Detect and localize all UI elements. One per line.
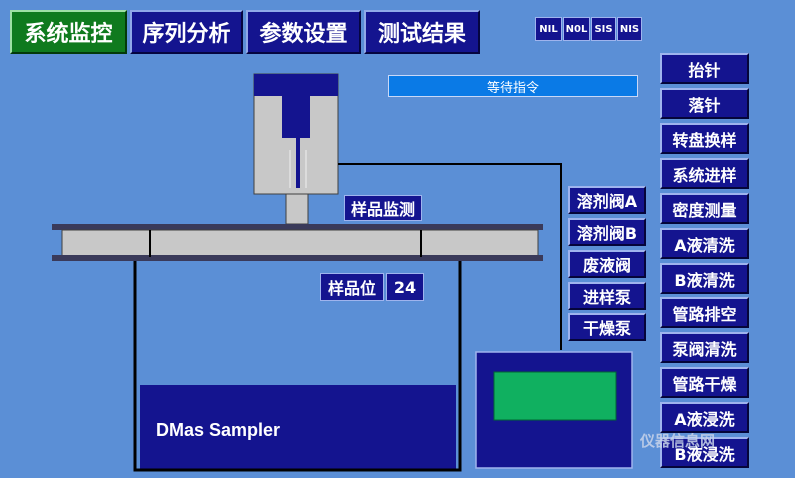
- status-box-nis: NIS: [617, 17, 642, 41]
- pipeline-dry-button[interactable]: 管路干燥: [660, 367, 749, 398]
- sample-position-value: 24: [386, 273, 424, 301]
- sample-position-label: 样品位: [320, 273, 384, 301]
- system-injection-button[interactable]: 系统进样: [660, 158, 749, 189]
- status-message-bar: 等待指令: [388, 75, 638, 97]
- a-liquid-soak-button[interactable]: A液浸洗: [660, 402, 749, 433]
- support-post: [285, 193, 309, 225]
- solvent-valve-b-button[interactable]: 溶剂阀B: [568, 218, 646, 246]
- turntable-change-sample-button[interactable]: 转盘换样: [660, 123, 749, 154]
- sampler-body: [133, 261, 462, 472]
- status-box-n0l: N0L: [563, 17, 590, 41]
- tubing-line: [338, 163, 562, 350]
- pipeline-drain-button[interactable]: 管路排空: [660, 297, 749, 328]
- injection-pump-button[interactable]: 进样泵: [568, 282, 646, 310]
- sample-rail: [52, 224, 543, 261]
- drying-pump-button[interactable]: 干燥泵: [568, 313, 646, 341]
- pump-valve-clean-button[interactable]: 泵阀清洗: [660, 332, 749, 363]
- watermark-logo: 仪器信息网: [640, 432, 716, 450]
- b-liquid-soak-button[interactable]: B液浸洗: [660, 437, 749, 468]
- instrument-name: DMas Sampler: [156, 420, 281, 440]
- a-liquid-clean-button[interactable]: A液清洗: [660, 228, 749, 259]
- tab-parameter-settings[interactable]: 参数设置: [246, 10, 361, 54]
- pump-unit: [475, 351, 633, 469]
- status-box-sis: SIS: [591, 17, 616, 41]
- raise-needle-button[interactable]: 抬针: [660, 53, 749, 84]
- display-screen: [493, 371, 617, 421]
- density-measurement-button[interactable]: 密度测量: [660, 193, 749, 224]
- tab-test-results[interactable]: 测试结果: [364, 10, 480, 54]
- solvent-valve-a-button[interactable]: 溶剂阀A: [568, 186, 646, 214]
- needle-head: [253, 73, 339, 195]
- status-box-nil: NIL: [535, 17, 562, 41]
- b-liquid-clean-button[interactable]: B液清洗: [660, 263, 749, 294]
- sample-monitor-label: 样品监测: [344, 195, 422, 221]
- lower-needle-button[interactable]: 落针: [660, 88, 749, 119]
- tab-sequence-analysis[interactable]: 序列分析: [130, 10, 243, 54]
- tab-system-monitor[interactable]: 系统监控: [10, 10, 127, 54]
- waste-valve-button[interactable]: 废液阀: [568, 250, 646, 278]
